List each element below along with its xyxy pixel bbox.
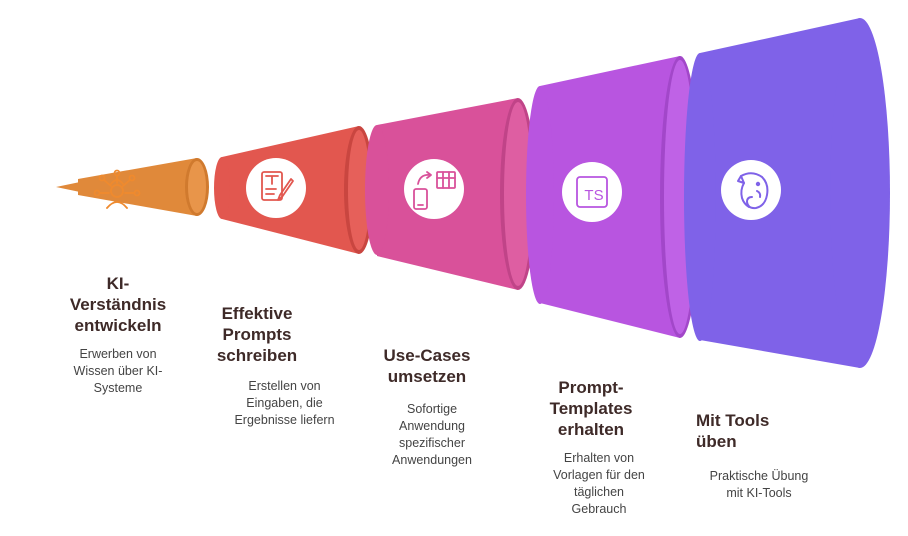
- step-5-title: Mit Tools üben: [696, 411, 770, 451]
- step-1-text: KI- Verständnis entwickeln Erwerben von …: [48, 273, 188, 397]
- step-2-title: Effektive Prompts schreiben: [216, 304, 298, 365]
- step-2-description: Erstellen von Eingaben, die Ergebnisse l…: [234, 379, 335, 427]
- evernote-elephant-icon: [721, 160, 781, 220]
- step-3-description: Sofortige Anwendung spezifischer Anwendu…: [392, 402, 472, 467]
- step-1-description: Erwerben von Wissen über KI- Systeme: [73, 347, 163, 395]
- ai-brain-network-icon: [93, 169, 141, 209]
- document-edit-icon: [246, 158, 306, 218]
- step-5-text: Mit Tools üben Praktische Übung mit KI-T…: [684, 410, 834, 502]
- funnel-segment-1: [78, 158, 209, 216]
- mobile-table-sync-icon: [404, 159, 464, 219]
- step-3-text: Use-Cases umsetzen Sofortige Anwendung s…: [352, 345, 502, 469]
- svg-text:TS: TS: [584, 187, 603, 204]
- step-2-text: Effektive Prompts schreiben Erstellen vo…: [192, 303, 335, 429]
- step-4-text: Prompt- Templates erhalten Erhalten von …: [516, 377, 666, 518]
- step-5-description: Praktische Übung mit KI-Tools: [709, 469, 809, 500]
- funnel-segment-5: [684, 18, 890, 368]
- step-4-description: Erhalten von Vorlagen für den täglichen …: [553, 451, 645, 516]
- step-1-title: KI- Verständnis entwickeln: [69, 274, 167, 335]
- typescript-file-icon: TS: [562, 162, 622, 222]
- funnel-tip: [56, 182, 80, 192]
- step-4-title: Prompt- Templates erhalten: [549, 378, 633, 439]
- step-3-title: Use-Cases umsetzen: [383, 346, 471, 386]
